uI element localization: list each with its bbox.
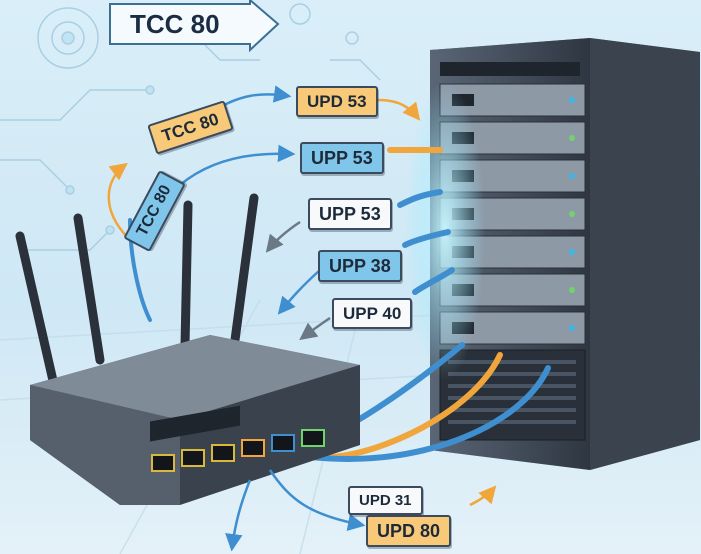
upp38-label: UPP 38 bbox=[318, 250, 402, 282]
router-port bbox=[151, 454, 175, 472]
status-led bbox=[569, 287, 575, 293]
banner-label: TCC 80 bbox=[130, 9, 220, 39]
upp40-label: UPP 40 bbox=[332, 298, 413, 329]
router bbox=[15, 193, 360, 505]
status-led bbox=[569, 173, 575, 179]
upp53-white-label: UPP 53 bbox=[308, 198, 392, 230]
flow-arrows bbox=[107, 85, 497, 552]
router-port bbox=[271, 434, 295, 452]
status-led bbox=[569, 325, 575, 331]
upd31-label: UPD 31 bbox=[348, 486, 423, 515]
upd53-label: UPD 53 bbox=[296, 86, 378, 117]
router-ports bbox=[151, 429, 325, 472]
router-port bbox=[181, 449, 205, 467]
status-led bbox=[569, 249, 575, 255]
status-led bbox=[569, 211, 575, 217]
status-led bbox=[569, 97, 575, 103]
router-port bbox=[241, 439, 265, 457]
upd80-label: UPD 80 bbox=[366, 515, 452, 547]
router-port bbox=[301, 429, 325, 447]
upp53-blue-label: UPP 53 bbox=[300, 142, 384, 174]
router-port bbox=[211, 444, 235, 462]
status-led bbox=[569, 135, 575, 141]
banner-arrow-shape bbox=[109, 0, 280, 53]
